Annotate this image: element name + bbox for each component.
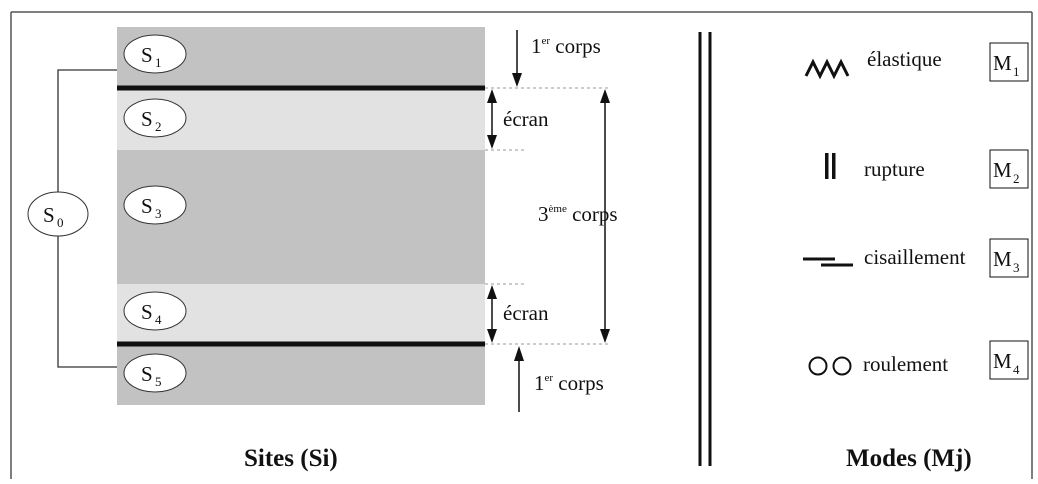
site-s4-letter: S — [141, 300, 153, 324]
s0-bracket-bottom — [57, 236, 117, 368]
site-s5: S 5 — [123, 353, 187, 393]
site-s5-letter: S — [141, 362, 153, 386]
arrow-head-down — [487, 329, 497, 343]
label-screen-bottom: écran — [503, 301, 549, 325]
mode-roulement: roulement M 4 — [808, 340, 1029, 380]
site-s0: S 0 — [27, 191, 89, 237]
site-s5-index: 5 — [155, 374, 162, 389]
site-s1: S 1 — [123, 34, 187, 74]
site-s4-index: 4 — [155, 312, 162, 327]
mode-rupture: rupture M 2 — [825, 149, 1029, 189]
two-circles-icon-second — [832, 356, 852, 376]
mode-box-m4-letter: M — [993, 349, 1012, 373]
label-first-body-bottom: 1er corps — [534, 371, 604, 395]
site-s0-letter: S — [43, 203, 55, 227]
site-s4: S 4 — [123, 291, 187, 331]
mode-box-m3-index: 3 — [1013, 260, 1020, 275]
mode-box-m3 — [989, 238, 1029, 278]
arrow-head-up — [487, 285, 497, 299]
mode-box-m2-letter: M — [993, 158, 1012, 182]
mode-roulement-label: roulement — [863, 352, 948, 376]
layer-stack — [117, 27, 610, 405]
label-first-body-top: 1er corps — [531, 34, 601, 58]
modes-title: Modes (Mj) — [846, 445, 972, 472]
label-screen-top: écran — [503, 107, 549, 131]
two-circles-icon — [808, 356, 828, 376]
mode-box-m4 — [989, 340, 1029, 380]
mode-box-m2 — [989, 149, 1029, 189]
site-s0-index: 0 — [57, 215, 64, 230]
site-s1-index: 1 — [155, 55, 162, 70]
mode-elastique-label: élastique — [867, 47, 942, 71]
zigzag-spring-icon — [804, 58, 850, 80]
sites-title: Sites (Si) — [244, 445, 338, 472]
site-s3-letter: S — [141, 194, 153, 218]
site-s3: S 3 — [123, 185, 187, 225]
mode-rupture-label: rupture — [864, 157, 925, 181]
mode-cisaillement-label: cisaillement — [864, 245, 966, 269]
site-s1-letter: S — [141, 43, 153, 67]
arrow-head-down — [487, 135, 497, 149]
site-s2-index: 2 — [155, 119, 162, 134]
mode-elastique: élastique M 1 — [804, 42, 1029, 82]
label-third-body: 3ème corps — [538, 202, 618, 226]
site-s2-letter: S — [141, 107, 153, 131]
annotation-arrows — [487, 30, 610, 412]
mode-box-m4-index: 4 — [1013, 362, 1020, 377]
mode-box-m3-letter: M — [993, 247, 1012, 271]
site-s2: S 2 — [123, 98, 187, 138]
mode-box-m1-letter: M — [993, 51, 1012, 75]
s0-bracket-top — [57, 69, 117, 193]
mode-box-m1 — [989, 42, 1029, 82]
double-bar-icon-second — [832, 153, 836, 179]
arrow-head-up — [514, 346, 524, 361]
double-bar-icon — [825, 153, 829, 179]
mode-box-m2-index: 2 — [1013, 171, 1020, 186]
mode-cisaillement: cisaillement M 3 — [803, 238, 1029, 278]
arrow-head-up — [487, 89, 497, 103]
arrow-head-down — [512, 73, 522, 87]
arrow-head-up — [600, 89, 610, 103]
mode-box-m1-index: 1 — [1013, 64, 1020, 79]
site-s3-index: 3 — [155, 206, 162, 221]
arrow-head-down — [600, 329, 610, 343]
